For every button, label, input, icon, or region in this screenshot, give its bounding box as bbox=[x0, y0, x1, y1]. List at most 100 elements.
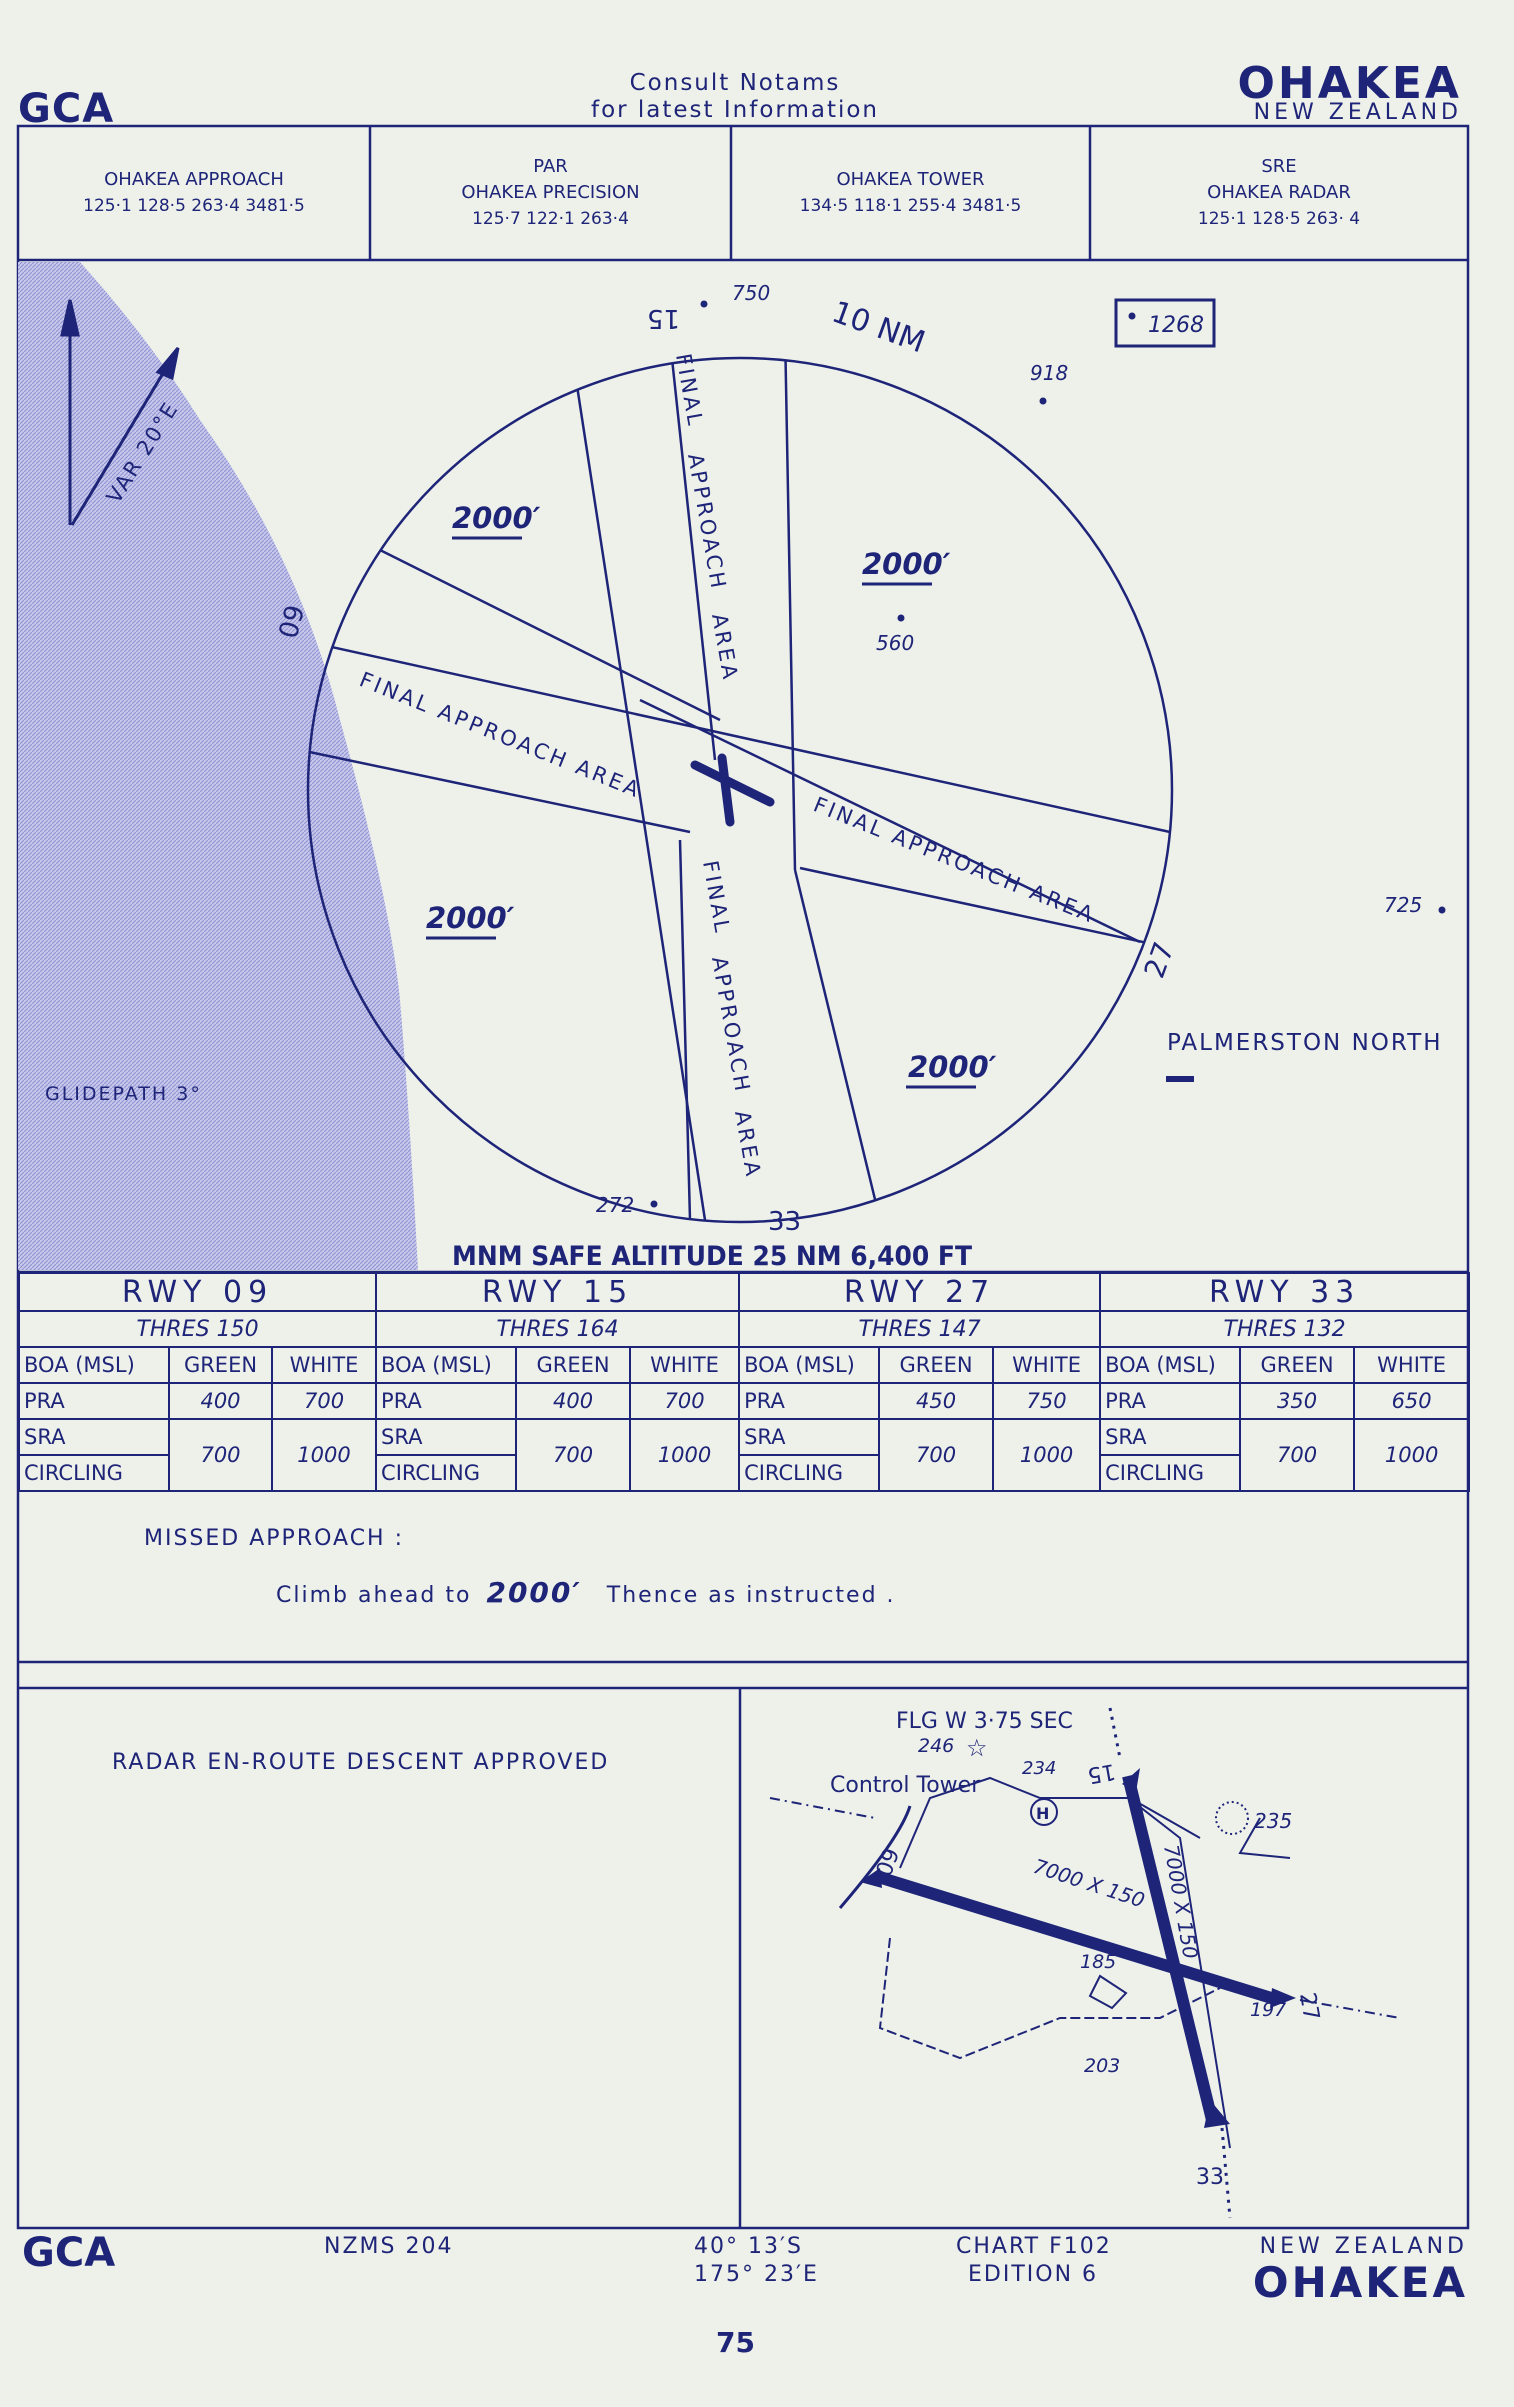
pra-white-15: 700 bbox=[629, 1382, 741, 1420]
col-white: WHITE bbox=[1353, 1346, 1471, 1384]
pra-white-33: 650 bbox=[1353, 1382, 1471, 1420]
freq-radar: SRE OHAKEA RADAR 125·1 128·5 263· 4 bbox=[1090, 126, 1468, 260]
footer-country: NEW ZEALAND bbox=[1259, 2234, 1468, 2259]
sra-white-33: 1000 bbox=[1353, 1418, 1471, 1492]
row-sra: SRA bbox=[375, 1418, 518, 1456]
coastline-area bbox=[18, 262, 418, 1270]
row-circling: CIRCLING bbox=[738, 1454, 881, 1492]
spot-560: 560 bbox=[876, 631, 914, 655]
circling-row: CIRCLING CIRCLING CIRCLING CIRCLING bbox=[18, 1454, 1469, 1492]
missed-approach-altitude: 2000′ bbox=[486, 1576, 582, 1609]
thres-27: THRES 147 bbox=[738, 1310, 1102, 1348]
approach-arrow-33-icon bbox=[1204, 2100, 1230, 2128]
freq-precision-title: OHAKEA PRECISION bbox=[461, 182, 640, 203]
rwy-09: RWY 09 bbox=[17, 1272, 378, 1312]
missed-approach-text: Climb ahead to 2000′ Thence as instructe… bbox=[276, 1576, 896, 1609]
footer-lat: 40° 13′S bbox=[694, 2234, 803, 2259]
sra-green-09: 700 bbox=[168, 1418, 273, 1492]
freq-radar-numbers: 125·1 128·5 263· 4 bbox=[1197, 209, 1361, 229]
sra-green-15: 700 bbox=[515, 1418, 632, 1492]
sra-row: SRA 700 1000 SRA 700 1000 SRA 700 1000 S… bbox=[18, 1418, 1471, 1492]
footer-lon: 175° 23′E bbox=[694, 2262, 819, 2287]
thres-15: THRES 164 bbox=[375, 1310, 741, 1348]
sector-alt-underlines bbox=[426, 536, 976, 1089]
row-sra: SRA bbox=[18, 1418, 170, 1456]
spot-1268: 1268 bbox=[1148, 313, 1204, 338]
sra-white-09: 1000 bbox=[270, 1418, 378, 1492]
header-gca: GCA bbox=[18, 86, 115, 132]
sector-alt-se: 2000′ bbox=[908, 1050, 997, 1084]
header-airport: OHAKEA bbox=[1237, 58, 1462, 109]
thres-33: THRES 132 bbox=[1099, 1310, 1471, 1348]
col-boa: BOA (MSL) bbox=[1099, 1346, 1242, 1384]
elev-234: 234 bbox=[1022, 1758, 1056, 1779]
sra-green-27: 700 bbox=[878, 1418, 995, 1492]
freq-approach-numbers: 125·1 128·5 263·4 3481·5 bbox=[83, 196, 305, 216]
col-green: GREEN bbox=[878, 1346, 995, 1384]
freq-precision-numbers: 125·7 122·1 263·4 bbox=[472, 209, 629, 229]
approach-arrow-09-icon bbox=[860, 1868, 882, 1888]
pra-green-33: 350 bbox=[1239, 1382, 1356, 1420]
spot-272: 272 bbox=[596, 1193, 634, 1217]
row-circling: CIRCLING bbox=[1099, 1454, 1242, 1492]
thres-09: THRES 150 bbox=[17, 1310, 378, 1348]
freq-approach: OHAKEA APPROACH 125·1 128·5 263·4 3481·5 bbox=[18, 126, 370, 260]
row-sra: SRA bbox=[1099, 1418, 1242, 1456]
header-country: NEW ZEALAND bbox=[1253, 100, 1462, 125]
descent-note: RADAR EN-ROUTE DESCENT APPROVED bbox=[112, 1750, 610, 1775]
freq-radar-sre: SRE bbox=[1261, 156, 1297, 177]
heliport-icon: H bbox=[1036, 1804, 1049, 1823]
missed-approach-before: Climb ahead to bbox=[276, 1583, 472, 1608]
pra-green-27: 450 bbox=[878, 1382, 995, 1420]
glidepath-label: GLIDEPATH 3° bbox=[45, 1083, 202, 1105]
col-green: GREEN bbox=[168, 1346, 273, 1384]
footer-nzms: NZMS 204 bbox=[324, 2234, 454, 2259]
elev-203: 203 bbox=[1084, 2055, 1120, 2077]
elev-246: 246 bbox=[918, 1735, 954, 1757]
row-pra: PRA bbox=[375, 1382, 518, 1420]
radial-33: 33 bbox=[768, 1207, 801, 1237]
freq-tower: OHAKEA TOWER 134·5 118·1 255·4 3481·5 bbox=[731, 126, 1090, 260]
control-tower-label: Control Tower bbox=[830, 1773, 981, 1798]
col-green: GREEN bbox=[1239, 1346, 1356, 1384]
final-approach-lines bbox=[308, 358, 1172, 1221]
final-approach-north-3: AREA bbox=[707, 612, 743, 684]
final-approach-west: FINAL APPROACH AREA bbox=[356, 667, 645, 802]
footer-chart: CHART F102 bbox=[956, 2234, 1112, 2259]
elev-235: 235 bbox=[1254, 1809, 1292, 1833]
row-pra: PRA bbox=[18, 1382, 170, 1420]
final-approach-east: FINAL APPROACH AREA bbox=[810, 792, 1099, 927]
north-arrow-icon bbox=[60, 299, 180, 526]
thres-row: THRES 150 THRES 164 THRES 147 THRES 132 bbox=[17, 1310, 1471, 1348]
sector-alt-nw: 2000′ bbox=[452, 501, 541, 535]
col-boa: BOA (MSL) bbox=[375, 1346, 518, 1384]
final-approach-south-2: APPROACH bbox=[707, 955, 755, 1096]
notams-line2: for latest Information bbox=[590, 97, 880, 123]
missed-approach-after: Thence as instructed . bbox=[606, 1583, 896, 1608]
rwy-main-dims: 7000 X 150 bbox=[1030, 1854, 1147, 1913]
row-circling: CIRCLING bbox=[18, 1454, 170, 1492]
rwy-33: RWY 33 bbox=[1099, 1272, 1471, 1312]
page-number: 75 bbox=[716, 2326, 755, 2359]
freq-tower-numbers: 134·5 118·1 255·4 3481·5 bbox=[799, 196, 1022, 216]
town-palmerston-north: PALMERSTON NORTH bbox=[1167, 1030, 1443, 1056]
row-pra: PRA bbox=[738, 1382, 881, 1420]
row-circling: CIRCLING bbox=[375, 1454, 518, 1492]
freq-tower-title: OHAKEA TOWER bbox=[836, 169, 985, 190]
footer-gca: GCA bbox=[22, 2230, 116, 2276]
spot-918: 918 bbox=[1030, 361, 1068, 385]
missed-approach-title: MISSED APPROACH : bbox=[144, 1526, 405, 1551]
beacon-star-icon: ☆ bbox=[966, 1734, 988, 1762]
radial-15: 15 bbox=[647, 303, 680, 333]
row-sra: SRA bbox=[738, 1418, 881, 1456]
final-approach-south-3: AREA bbox=[730, 1109, 766, 1181]
rwy-row: RWY 09 RWY 15 RWY 27 RWY 33 bbox=[17, 1272, 1471, 1312]
sra-white-15: 1000 bbox=[629, 1418, 741, 1492]
pra-row: PRA 400 700 PRA 400 700 PRA 450 750 PRA … bbox=[18, 1382, 1471, 1420]
elev-185: 185 bbox=[1080, 1951, 1116, 1973]
freq-approach-title: OHAKEA APPROACH bbox=[104, 169, 284, 190]
col-white: WHITE bbox=[270, 1346, 378, 1384]
sector-alt-ne: 2000′ bbox=[862, 547, 951, 581]
freq-precision: PAR OHAKEA PRECISION 125·7 122·1 263·4 bbox=[370, 126, 731, 260]
